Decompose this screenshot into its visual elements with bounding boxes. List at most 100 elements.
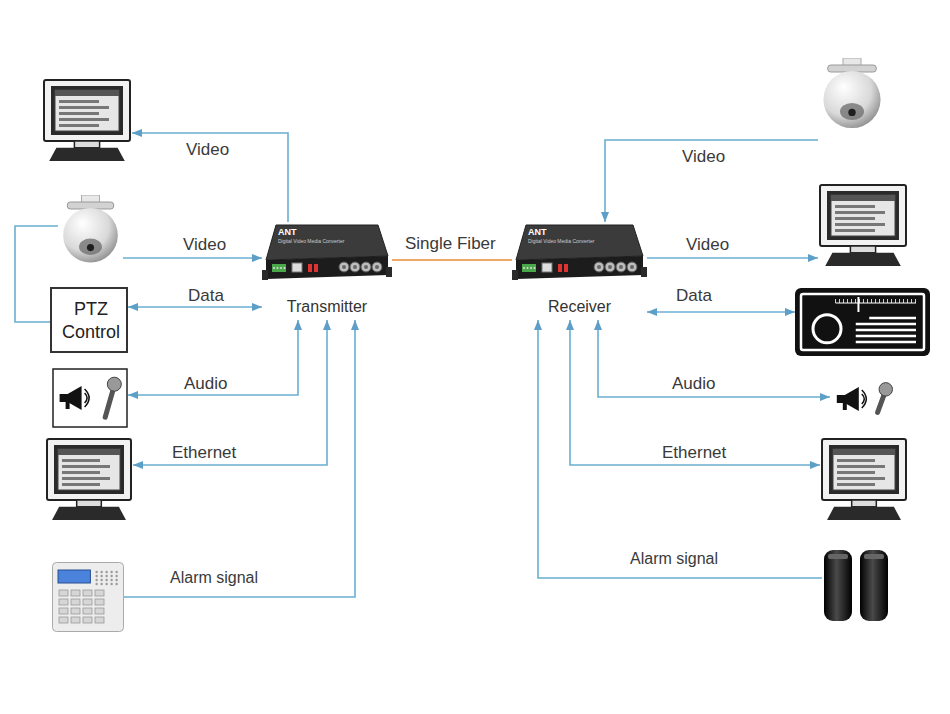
edge-label: Video (183, 235, 226, 255)
rj45-port (542, 263, 552, 272)
alarm-panel (52, 562, 124, 632)
keypad-key (59, 590, 68, 596)
terminal-screw (284, 267, 286, 269)
dome-camera (58, 195, 123, 267)
scale-tick (847, 299, 848, 303)
speaker-hole (100, 571, 102, 573)
tuner-needle (857, 297, 859, 312)
window-titlebar (58, 449, 120, 455)
vent-line (856, 341, 916, 344)
edge-label: Ethernet (172, 443, 236, 463)
terminal-screw (527, 267, 529, 269)
fiber-link (392, 259, 512, 261)
dome-camera-shape (58, 195, 123, 267)
speaker-hole (95, 579, 97, 581)
scale-tick (883, 299, 884, 303)
window-row (837, 477, 885, 480)
speaker-hole (110, 579, 112, 581)
rj45-port (292, 263, 302, 272)
bnc-pin (375, 265, 379, 269)
scale-tick (907, 299, 908, 303)
keypad-key (83, 599, 92, 605)
sound-wave (85, 389, 90, 407)
camera-lens (87, 244, 94, 251)
beam-detector (822, 548, 890, 623)
recorder-dial (813, 315, 841, 343)
speaker-mic-icon-shape (830, 378, 898, 420)
monitor-icon (820, 437, 908, 522)
monitor-bezel (44, 80, 130, 141)
edge-label: Data (188, 286, 224, 306)
scale-tick (843, 299, 844, 303)
speaker-mic-icon (52, 368, 128, 428)
mount-ear (641, 267, 647, 277)
speaker-hole (95, 571, 97, 573)
vent-line (869, 317, 916, 320)
speaker-hole (105, 571, 107, 573)
keypad-key (59, 599, 68, 605)
node-label: Transmitter (262, 298, 392, 316)
speaker-hole (95, 583, 97, 585)
dvr-recorder-shape (795, 288, 930, 356)
dome-collar (67, 202, 113, 209)
terminal-block (522, 264, 536, 272)
keypad-key (83, 608, 92, 614)
dome-camera-shape (818, 58, 886, 146)
device-marking: ANT (278, 227, 297, 237)
bnc-port (594, 262, 604, 272)
screen-window (58, 449, 120, 490)
scale-tick (875, 299, 876, 303)
keypad-key (95, 590, 104, 596)
edge-label: Video (682, 147, 725, 167)
signal-connector (605, 140, 818, 222)
sound-wave (862, 394, 865, 404)
mic-handle (105, 391, 113, 417)
edge-label: Video (686, 235, 729, 255)
vent-line (856, 323, 916, 326)
beam-cap (864, 554, 884, 559)
window-row (59, 118, 109, 121)
scale-tick (911, 299, 912, 303)
speaker-hole (115, 575, 117, 577)
screen-window (833, 449, 895, 490)
keypad-key (59, 608, 68, 614)
window-row (835, 223, 885, 226)
scale-tick (879, 299, 880, 303)
speaker-hole (110, 571, 112, 573)
bnc-port (339, 262, 349, 272)
megaphone-handle (66, 401, 70, 409)
bnc-pin (630, 265, 634, 269)
monitor-bezel (47, 439, 131, 500)
signal-connector (570, 320, 820, 465)
window-row (59, 124, 99, 127)
window-row (837, 471, 875, 474)
window-row (62, 483, 100, 486)
device-front (266, 256, 388, 279)
scale-tick (863, 299, 864, 303)
scale-tick (835, 299, 836, 303)
device-marking: Digital Video Media Converter (278, 239, 344, 245)
bnc-pin (342, 265, 346, 269)
window-row (837, 459, 875, 462)
speaker-hole (105, 579, 107, 581)
dome-sphere (63, 208, 118, 263)
sound-wave (862, 390, 867, 408)
edge-label: Single Fiber (405, 234, 496, 254)
monitor-icon-shape (818, 183, 908, 268)
monitor-icon (42, 78, 132, 163)
window-titlebar (833, 449, 895, 455)
sound-wave (85, 393, 88, 403)
terminal-screw (273, 267, 275, 269)
panel-body (53, 563, 124, 632)
monitor-bezel (820, 185, 906, 246)
signal-connector (123, 257, 262, 259)
signal-connector (132, 133, 288, 222)
scale-tick (887, 299, 888, 303)
window-row (835, 217, 875, 220)
bnc-pin (597, 265, 601, 269)
speaker-mic-icon (830, 378, 898, 420)
monitor-icon (818, 183, 908, 268)
monitor-neck (852, 500, 877, 507)
keypad-key (83, 617, 92, 623)
speaker-hole (100, 579, 102, 581)
